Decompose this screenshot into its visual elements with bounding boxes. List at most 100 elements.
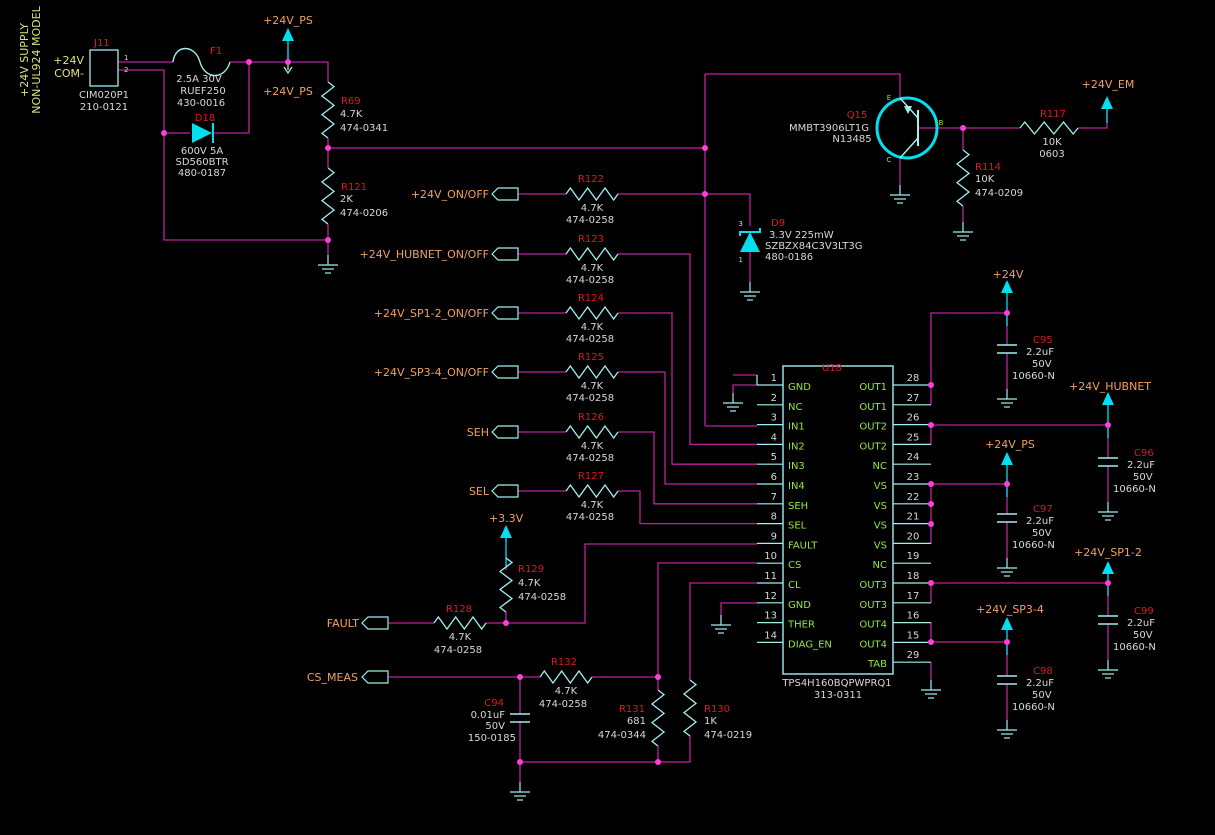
resistor-r132	[539, 669, 593, 685]
junction-dot	[702, 191, 708, 197]
r132-code: 474-0258	[539, 699, 587, 710]
ic-pin-name: DIAG_EN	[788, 639, 832, 650]
connector-part: CIM020P1	[79, 90, 129, 101]
input-resistor-ref: R126	[578, 412, 604, 423]
c97-v3: 10660-N	[1012, 540, 1055, 551]
junction-dot	[655, 759, 661, 765]
diode-d18-v3: 480-0187	[178, 168, 226, 179]
wire	[213, 62, 250, 134]
wire	[1078, 110, 1108, 129]
wire	[618, 253, 757, 446]
port-cs-meas	[361, 670, 389, 684]
fuse-v3: 430-0016	[177, 98, 225, 109]
resistor-input	[565, 364, 619, 380]
ic-pin-name: NC	[873, 461, 887, 472]
wire	[930, 312, 1007, 385]
ic-pin-number: 8	[771, 512, 777, 523]
fuse-ref: F1	[210, 46, 222, 57]
r130-code: 474-0219	[704, 730, 752, 741]
power-arrow-24v-ps-vs	[1001, 452, 1013, 497]
wire	[520, 736, 691, 763]
resistor-r128	[433, 615, 487, 631]
ic-pin-number: 22	[907, 492, 920, 503]
ground-c97	[997, 558, 1017, 577]
ic-pin-number: 12	[764, 591, 777, 602]
connector-ref: J11	[93, 38, 110, 49]
ic-pin-name: IN2	[788, 441, 805, 452]
c99-v3: 10660-N	[1113, 642, 1156, 653]
c94-v3: 150-0185	[468, 733, 516, 744]
resistor-r121	[320, 167, 336, 225]
ground-ic-pin12	[711, 615, 731, 634]
junction-dot	[960, 125, 966, 131]
fuse-symbol	[172, 47, 231, 77]
c98-v3: 10660-N	[1012, 702, 1055, 713]
port-label: +24V_SP1-2_ON/OFF	[374, 307, 489, 320]
ic-pin-name: VS	[874, 521, 887, 532]
junction-dot	[285, 59, 291, 65]
power-arrow-head	[1102, 561, 1114, 574]
r129-ref: R129	[518, 564, 544, 575]
r130-value: 1K	[704, 716, 717, 727]
c98-v1: 2.2uF	[1026, 678, 1054, 689]
components	[89, 28, 1118, 801]
capacitor-c97	[997, 513, 1017, 523]
ground-c96	[1098, 502, 1118, 521]
ic-pin-number: 25	[907, 432, 920, 443]
input-resistor-ref: R127	[578, 471, 604, 482]
power-arrow-head	[1102, 392, 1114, 405]
r132-value: 4.7K	[555, 686, 578, 697]
ic-pin-name: OUT2	[859, 422, 887, 433]
ic-pin-number: 10	[764, 551, 777, 562]
ic-pin-name: CL	[788, 580, 801, 591]
ic-pin-name: OUT3	[859, 600, 887, 611]
ic-pin-name: FAULT	[788, 540, 818, 551]
junction-dot	[517, 674, 523, 680]
ic-u18-body	[782, 365, 894, 675]
input-resistor-code: 474-0258	[566, 453, 614, 464]
ic-part: TPS4H160BQPWPRQ1	[781, 678, 891, 689]
r121-value: 2K	[340, 194, 353, 205]
d9-v1: 3.3V 225mW	[769, 230, 834, 241]
wire	[657, 562, 757, 677]
ic-pin-number: 3	[771, 413, 777, 424]
junction-dot	[928, 521, 934, 527]
wire	[618, 371, 757, 485]
diode-d18-v1: 600V 5A	[181, 146, 223, 157]
wire	[118, 69, 328, 241]
ic-ref: U18	[822, 363, 842, 374]
input-resistor-value: 4.7K	[581, 441, 604, 452]
c94-v2: 50V	[485, 721, 505, 732]
input-resistor-ref: R125	[578, 352, 604, 363]
wire	[618, 312, 757, 465]
resistor-input	[565, 305, 619, 321]
input-resistor-code: 474-0258	[566, 393, 614, 404]
ic-pin-name: OUT2	[859, 441, 887, 452]
junction-dot	[1105, 580, 1111, 586]
ic-pin-name: CS	[788, 560, 801, 571]
connector-code: 210-0121	[80, 102, 128, 113]
r69-code: 474-0341	[340, 123, 388, 134]
r132-ref: R132	[551, 657, 577, 668]
junction-dot	[325, 145, 331, 151]
junctions	[161, 59, 1111, 765]
ground-ic-tab	[921, 680, 941, 699]
junction-dot	[928, 501, 934, 507]
junction-dot	[928, 580, 934, 586]
r129-value: 4.7K	[518, 578, 541, 589]
ic-pin-name: OUT4	[859, 620, 887, 631]
fuse-v2: RUEF250	[180, 86, 225, 97]
ic-pin-name: OUT3	[859, 580, 887, 591]
port-label: +24V_HUBNET_ON/OFF	[360, 248, 489, 261]
ic-pin-number: 19	[907, 551, 920, 562]
resistor-r114	[955, 149, 971, 207]
r121-ref: R121	[341, 182, 367, 193]
ic-pin-number: 21	[907, 512, 920, 523]
ic-pin-name: IN3	[788, 461, 805, 472]
port-label: SEL	[469, 485, 490, 498]
c94-v1: 0.01uF	[471, 710, 506, 721]
resistor-r130	[682, 679, 698, 737]
input-resistor-value: 4.7K	[581, 322, 604, 333]
junction-dot	[655, 674, 661, 680]
junction-dot	[702, 145, 708, 151]
